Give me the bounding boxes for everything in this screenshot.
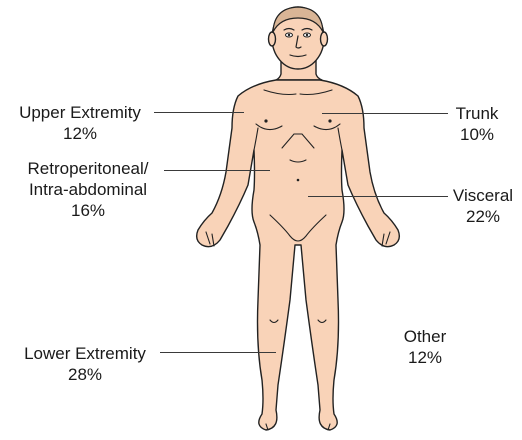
upper-extremity-leader bbox=[154, 112, 244, 113]
upper-extremity-label: Upper Extremity 12% bbox=[6, 102, 154, 144]
retroperitoneal-name-line1: Retroperitoneal/ bbox=[6, 158, 170, 179]
upper-extremity-percent: 12% bbox=[6, 123, 154, 144]
visceral-name: Visceral bbox=[448, 185, 518, 206]
visceral-label: Visceral 22% bbox=[448, 185, 518, 227]
trunk-leader bbox=[322, 113, 448, 114]
other-label: Other 12% bbox=[392, 326, 458, 368]
lower-extremity-label: Lower Extremity 28% bbox=[8, 343, 162, 385]
lower-extremity-leader bbox=[160, 352, 276, 353]
body-outline bbox=[197, 80, 400, 430]
retroperitoneal-name-line2: Intra-abdominal bbox=[6, 179, 170, 200]
retroperitoneal-label: Retroperitoneal/ Intra-abdominal 16% bbox=[6, 158, 170, 221]
upper-extremity-name: Upper Extremity bbox=[6, 102, 154, 123]
other-name: Other bbox=[392, 326, 458, 347]
trunk-percent: 10% bbox=[452, 124, 502, 145]
trunk-label: Trunk 10% bbox=[452, 103, 502, 145]
lower-extremity-percent: 28% bbox=[8, 364, 162, 385]
visceral-leader bbox=[308, 196, 448, 197]
visceral-percent: 22% bbox=[448, 206, 518, 227]
lower-extremity-name: Lower Extremity bbox=[8, 343, 162, 364]
other-percent: 12% bbox=[392, 347, 458, 368]
retroperitoneal-leader bbox=[164, 170, 270, 171]
retroperitoneal-percent: 16% bbox=[6, 200, 170, 221]
trunk-name: Trunk bbox=[452, 103, 502, 124]
